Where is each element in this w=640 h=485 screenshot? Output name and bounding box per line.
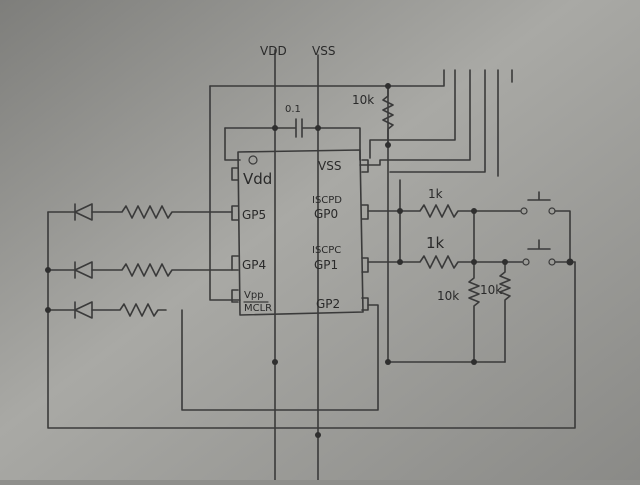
junction-dots bbox=[45, 83, 574, 438]
pin-mclr: MCLR bbox=[244, 303, 272, 314]
pin-gp0: GP0 bbox=[314, 207, 338, 221]
pin-gp5: GP5 bbox=[242, 208, 266, 222]
pullup-resistor: 10k bbox=[352, 85, 394, 146]
r1k-bottom-value: 1k bbox=[426, 234, 445, 252]
pin-gp1: GP1 bbox=[314, 258, 338, 272]
pin-gp4: GP4 bbox=[242, 258, 266, 272]
button-wiring: 1k 1k 10k 10k bbox=[367, 179, 576, 363]
pin-vpp: Vpp bbox=[244, 290, 264, 301]
pin-iscpd: ISCPD bbox=[312, 195, 342, 206]
cap-value: 0.1 bbox=[285, 104, 301, 115]
pin-gp2: GP2 bbox=[316, 297, 340, 311]
r1k-top-value: 1k bbox=[428, 187, 443, 201]
pin-iscpc: ISCPC bbox=[312, 245, 341, 256]
pullup-value: 10k bbox=[352, 93, 374, 107]
vss-label: VSS bbox=[312, 44, 335, 58]
pin-vdd: Vdd bbox=[243, 170, 272, 188]
pin-vss: VSS bbox=[318, 159, 341, 173]
pulldown-left-value: 10k bbox=[437, 289, 459, 303]
pulldown-right-value: 10k bbox=[480, 283, 502, 297]
vdd-label: VDD bbox=[260, 44, 287, 58]
pic-chip: Vdd GP5 GP4 Vpp MCLR VSS ISCPD GP0 ISCPC… bbox=[231, 149, 369, 316]
led-wiring bbox=[47, 203, 576, 429]
pin1-marker bbox=[248, 155, 258, 165]
